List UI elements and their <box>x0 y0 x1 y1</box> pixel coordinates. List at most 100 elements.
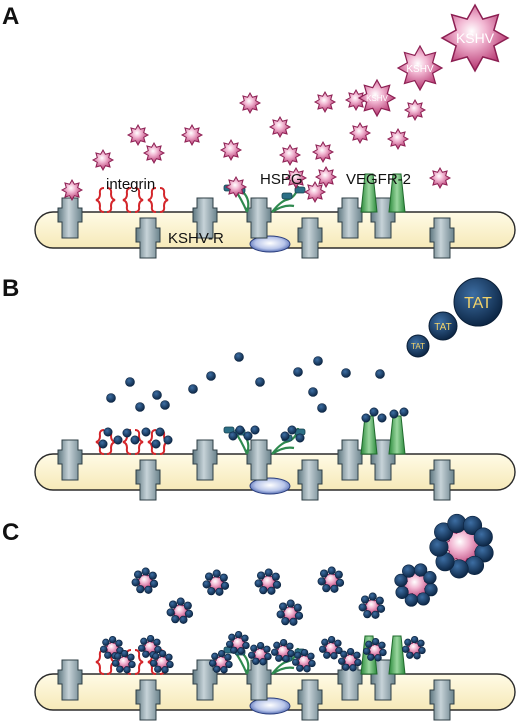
tat-molecule-icon <box>273 641 281 649</box>
receptor-icon <box>429 217 455 259</box>
tat-molecule-icon <box>286 642 294 650</box>
tat-molecule-icon <box>104 651 112 659</box>
kshv-virion-icon <box>224 175 248 199</box>
receptor-icon <box>192 197 218 239</box>
kshv-virion-icon <box>428 166 452 190</box>
tat-molecule-icon <box>226 640 234 648</box>
tat-molecule-icon <box>271 572 280 581</box>
receptor-icon <box>246 197 272 239</box>
tat-molecule-icon <box>133 570 143 579</box>
tat-molecule-icon <box>256 571 266 580</box>
tat-molecule-icon <box>330 652 338 660</box>
tat-molecule-icon <box>228 431 238 441</box>
tat-molecule-icon <box>335 578 345 587</box>
tat-molecule-icon <box>243 431 253 441</box>
tat-molecule-icon <box>371 637 380 646</box>
tat-molecule-icon <box>416 592 430 606</box>
tat-molecule-icon <box>414 563 428 577</box>
tat-molecule-icon <box>402 645 410 653</box>
tat-molecule-icon <box>241 634 249 642</box>
tat-molecule-icon <box>321 638 329 646</box>
tat-molecule-icon <box>303 665 311 673</box>
nucleus-icon <box>249 477 291 495</box>
tat-molecule-icon <box>368 592 377 601</box>
tat-molecule-icon <box>389 409 399 419</box>
tat-molecule-icon <box>248 651 256 659</box>
tat-molecule-icon <box>307 652 315 660</box>
tat-molecule-icon <box>188 384 198 394</box>
kshv-virion-icon <box>238 91 262 115</box>
tat-molecule-icon <box>342 663 350 671</box>
tat-molecule-icon <box>378 641 386 649</box>
tat-molecule-icon <box>235 425 245 435</box>
tat-molecule-icon <box>219 573 228 582</box>
receptor-icon <box>135 217 161 259</box>
tat-molecule-icon <box>281 617 290 626</box>
kshv-tat-complex <box>112 649 136 674</box>
tat-molecule-icon <box>209 659 217 667</box>
tat-molecule-icon <box>473 527 493 547</box>
tat-molecule-icon <box>358 603 367 612</box>
vegfr-icon <box>388 635 406 675</box>
nucleus-icon <box>249 697 291 715</box>
tat-molecule-icon <box>308 659 316 668</box>
tat-molecule-icon <box>346 647 355 656</box>
tat-molecule-icon <box>202 580 211 589</box>
kshv-virion-icon <box>180 123 204 147</box>
tat-molecule-icon <box>423 571 437 585</box>
tat-molecule-icon <box>264 652 272 661</box>
kshv-virion-icon <box>314 165 338 189</box>
tat-molecule-icon <box>131 578 140 587</box>
kshv-virion-icon <box>142 141 166 165</box>
nucleus-icon <box>249 235 291 253</box>
tat-molecule-icon <box>334 570 343 579</box>
tat-molecule-icon <box>127 653 135 661</box>
tat-molecule-icon <box>294 651 302 659</box>
tat-molecule-icon <box>376 604 386 613</box>
receptor-icon <box>246 439 272 481</box>
tat-molecule-icon <box>404 638 412 646</box>
integrin-icon <box>95 187 116 213</box>
receptor-icon <box>297 459 323 501</box>
tat-molecule-icon <box>237 647 245 655</box>
tat-molecule-icon <box>183 601 192 610</box>
tat-molecule-icon <box>215 587 224 596</box>
tat-molecule-icon <box>130 435 140 445</box>
tat-molecule-icon <box>179 615 188 624</box>
tat-molecule-icon <box>263 645 271 653</box>
tat-molecule-icon <box>168 600 178 609</box>
tat-molecule-icon <box>330 584 339 593</box>
tat-molecule-icon <box>255 377 265 387</box>
tat-molecule-icon <box>259 586 268 595</box>
tat-molecule-icon <box>363 647 371 655</box>
tat-molecule-icon <box>217 649 226 658</box>
tat-molecule-icon <box>327 566 336 575</box>
tat-molecule-icon <box>176 597 185 606</box>
receptor-icon <box>429 679 455 721</box>
receptor-icon <box>337 439 363 481</box>
kshv-virion-icon <box>403 98 427 122</box>
tat-molecule-icon <box>144 585 153 594</box>
tat-molecule-icon <box>136 585 145 594</box>
receptor-icon <box>192 439 218 481</box>
kshv-r-label: KSHV-R <box>168 230 224 247</box>
tat-molecule-icon <box>272 580 282 589</box>
kshv-virion-icon <box>268 115 292 139</box>
panel-b: B TAT TAT TAT <box>2 275 516 501</box>
tat-molecule-icon <box>213 665 221 673</box>
vegfr-icon <box>388 173 406 213</box>
kshv-tat-complex <box>131 567 159 594</box>
tat-molecule-icon <box>112 659 120 667</box>
kshv-virion-icon <box>311 140 335 164</box>
kshv-virion-icon <box>284 166 308 190</box>
tat-molecule-icon <box>404 593 418 607</box>
tat-molecule-icon <box>287 425 297 435</box>
tat-molecule-icon <box>114 652 122 660</box>
tat-molecule-icon <box>289 617 298 626</box>
tat-molecule-icon <box>250 425 260 435</box>
tat-molecule-icon <box>360 595 370 604</box>
kshv-large-virion: KSHV <box>440 3 510 73</box>
receptor-icon <box>337 197 363 239</box>
kshv-small-virion: KSHV <box>357 78 397 118</box>
tat-molecule-icon <box>252 657 260 665</box>
